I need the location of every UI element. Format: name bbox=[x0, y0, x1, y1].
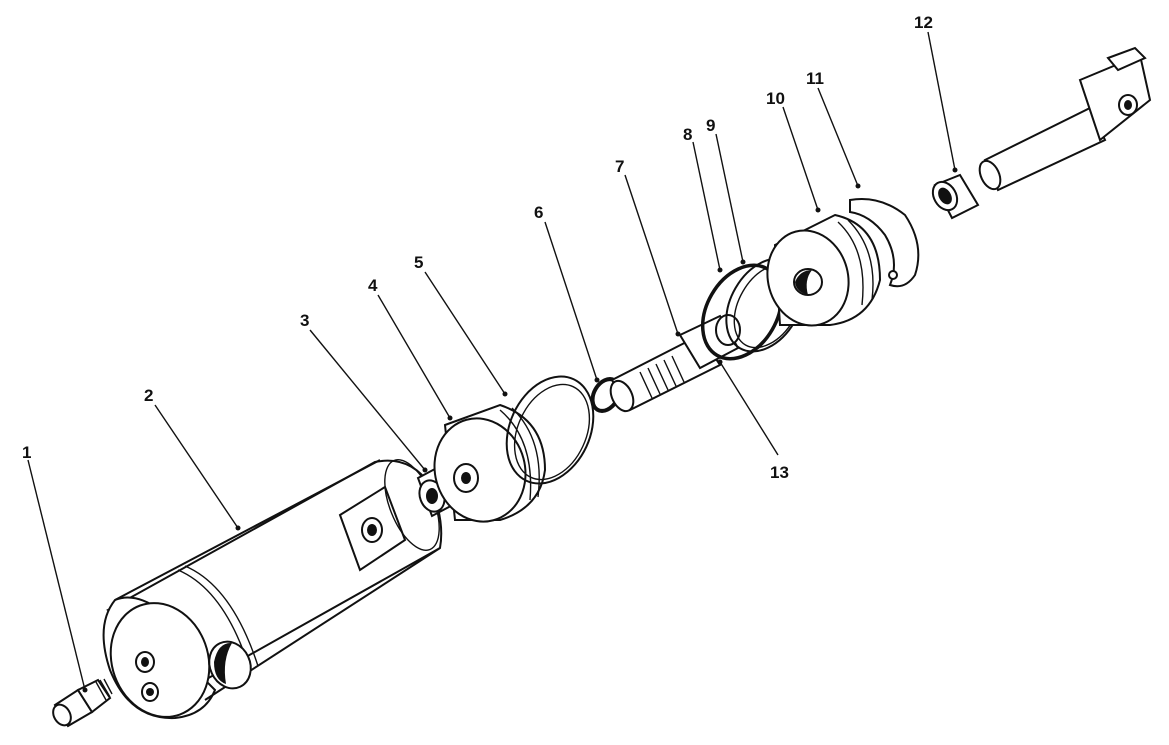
callout-11: 11 bbox=[806, 69, 824, 88]
leader-9 bbox=[715, 133, 744, 263]
part-7-piston-rod bbox=[609, 314, 741, 413]
callout-12: 12 bbox=[914, 13, 933, 32]
callout-8: 8 bbox=[683, 125, 692, 144]
leader-5 bbox=[424, 271, 506, 395]
callout-10: 10 bbox=[766, 89, 785, 108]
part-5-seal-ring bbox=[505, 375, 595, 485]
callout-7: 7 bbox=[615, 157, 624, 176]
callout-13: 13 bbox=[770, 463, 789, 482]
leader-12 bbox=[927, 31, 956, 171]
leader-10 bbox=[782, 106, 819, 211]
part-11-snap-ring bbox=[849, 198, 920, 288]
part-2-cylinder-body bbox=[102, 459, 443, 720]
callout-1: 1 bbox=[22, 443, 31, 462]
callout-3: 3 bbox=[300, 311, 309, 330]
leader-8 bbox=[692, 141, 721, 271]
leader-13 bbox=[719, 361, 779, 456]
leader-7 bbox=[624, 174, 679, 335]
callout-numbers: 1 2 3 4 5 6 7 8 9 10 11 12 13 bbox=[22, 13, 933, 482]
part-10-gland bbox=[766, 213, 882, 327]
part-1-grease-fitting bbox=[52, 678, 113, 728]
part-12-bushing bbox=[931, 173, 980, 220]
leader-1 bbox=[27, 459, 86, 691]
leader-4 bbox=[377, 294, 451, 419]
clevis-rod-end bbox=[978, 46, 1152, 192]
part-4-piston-head bbox=[433, 403, 547, 523]
callout-6: 6 bbox=[534, 203, 543, 222]
callout-5: 5 bbox=[414, 253, 423, 272]
leader-6 bbox=[544, 221, 598, 381]
callout-9: 9 bbox=[706, 116, 715, 135]
leader-3 bbox=[309, 329, 426, 471]
callout-2: 2 bbox=[144, 386, 153, 405]
leader-lines bbox=[27, 31, 958, 693]
callout-4: 4 bbox=[368, 276, 378, 295]
leader-2 bbox=[154, 404, 239, 529]
leader-11 bbox=[817, 87, 859, 187]
